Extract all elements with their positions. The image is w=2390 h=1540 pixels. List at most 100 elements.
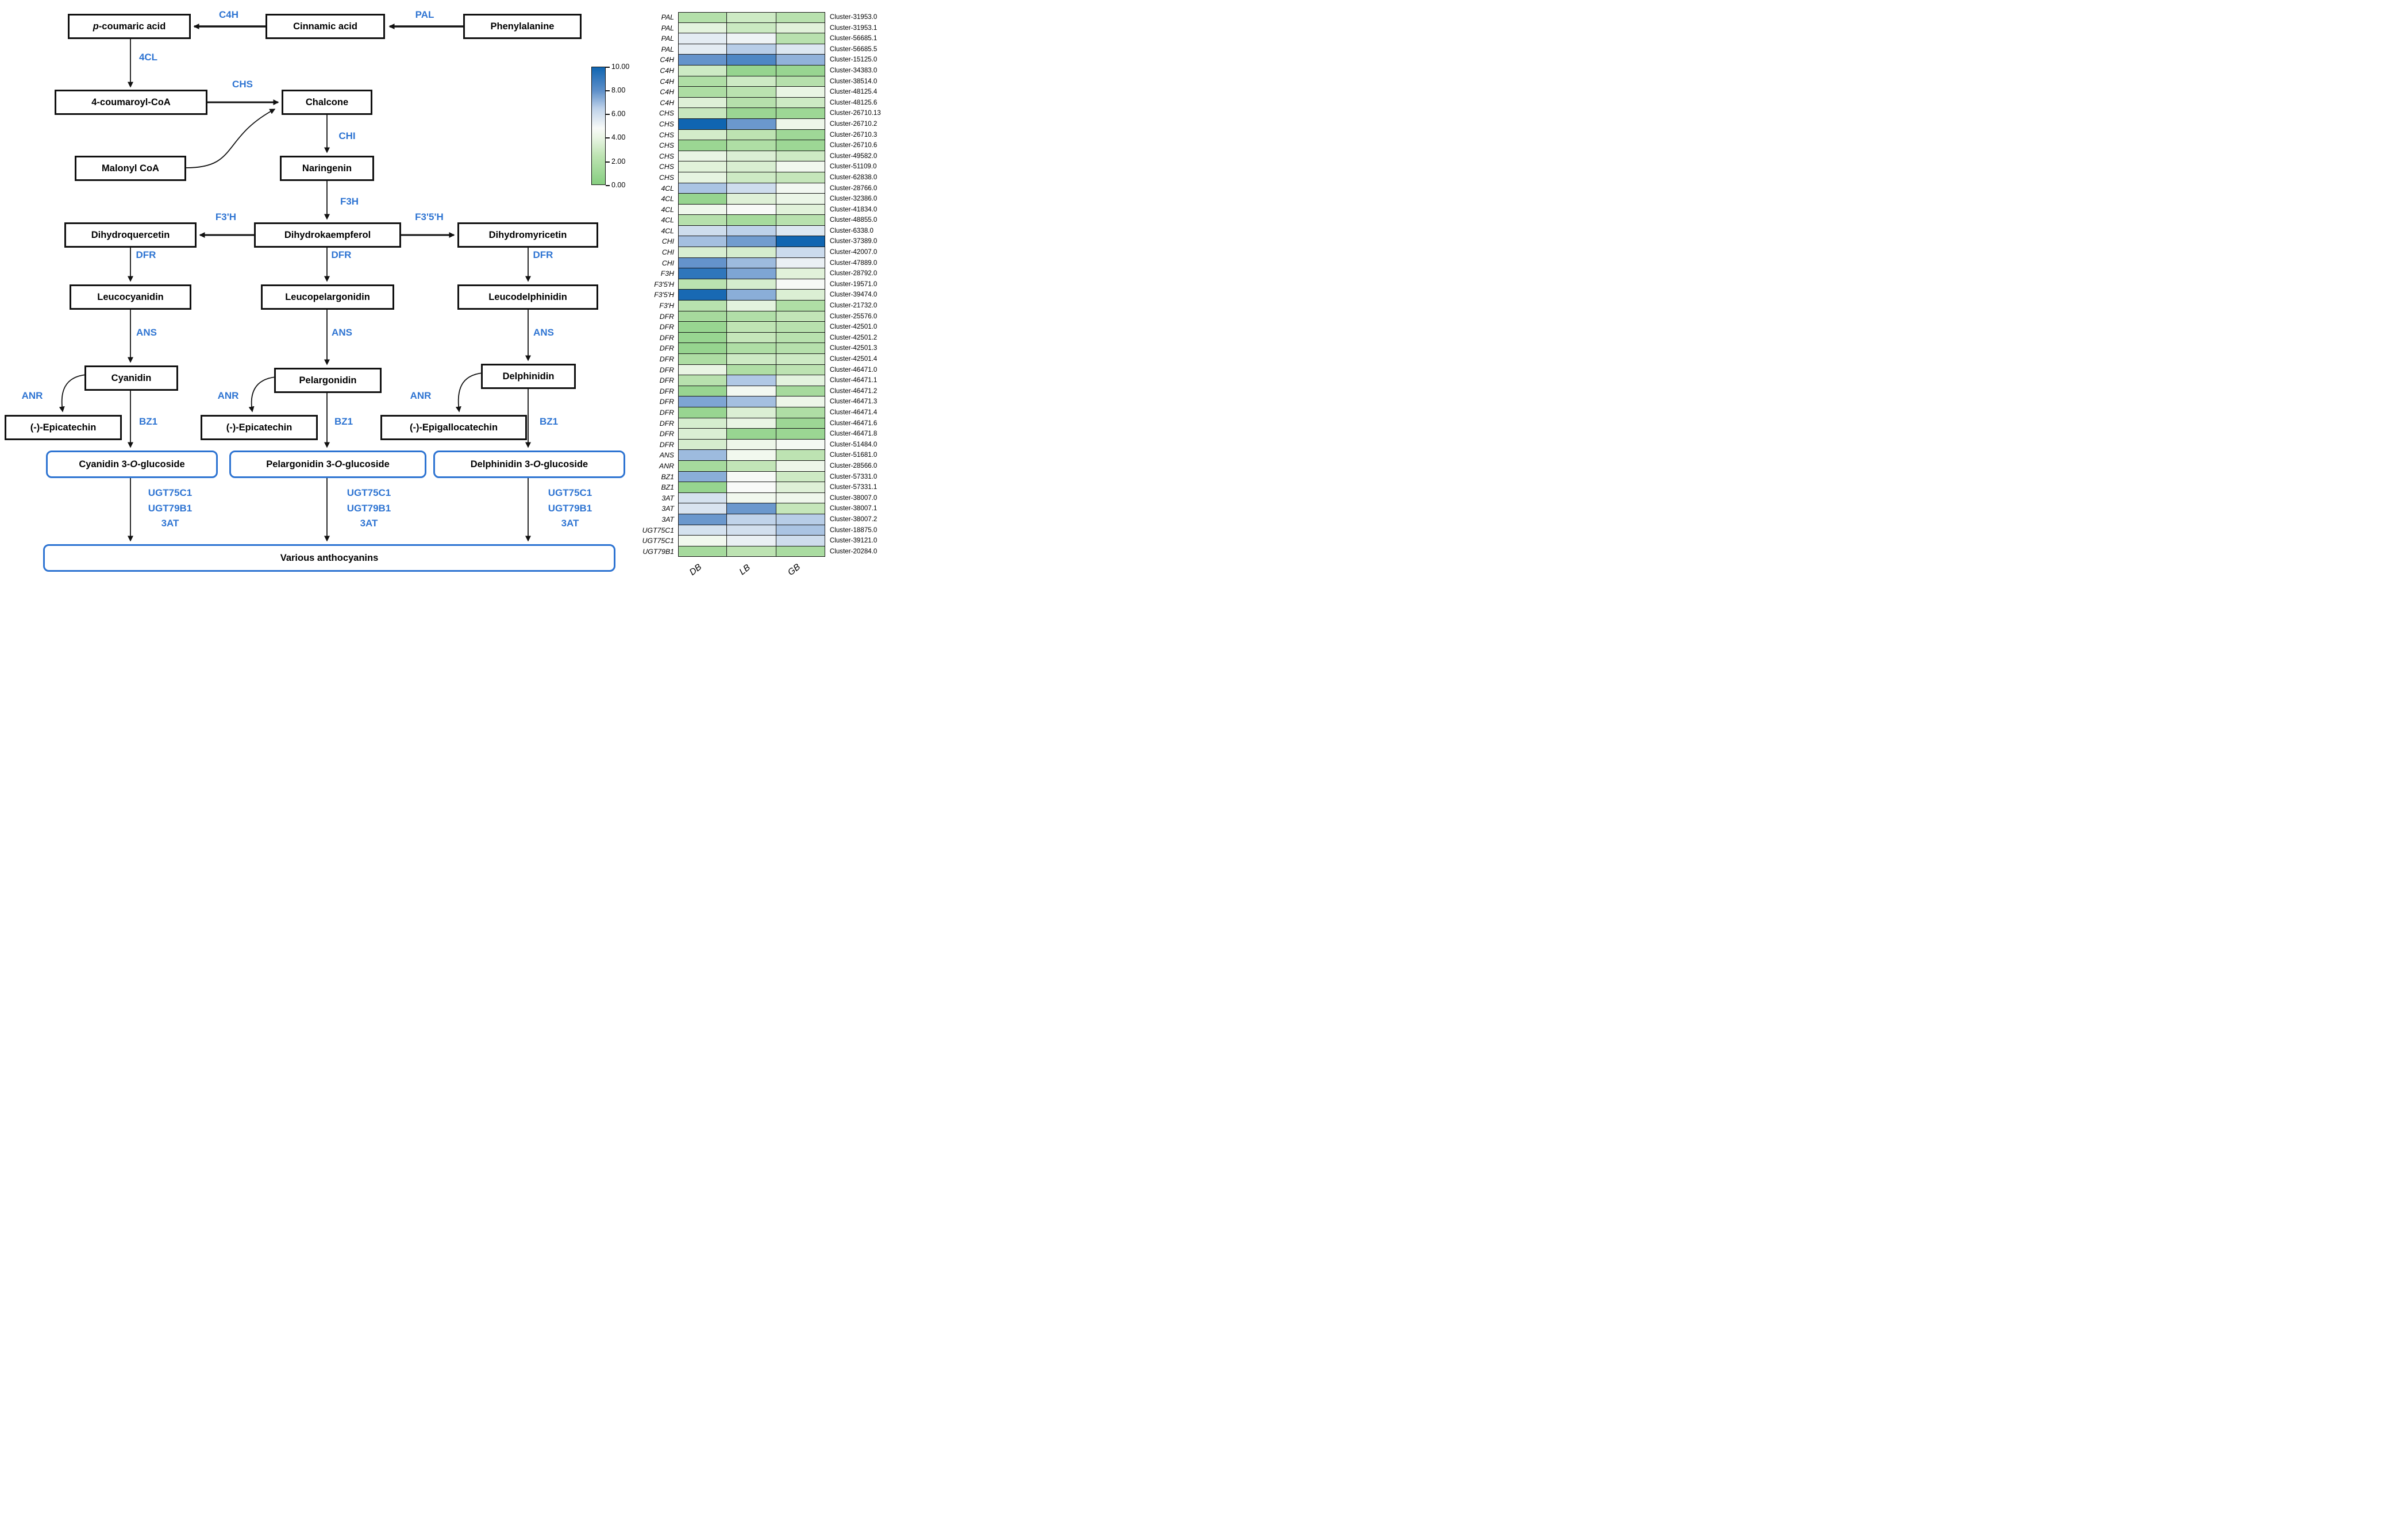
heatmap-cell-lb — [727, 87, 776, 98]
enzyme-stack-ugt-1: UGT75C1 UGT79B1 3AT — [148, 486, 193, 532]
heatmap-cell-gb — [776, 514, 825, 525]
enzyme-label-ugt79b1: UGT79B1 — [347, 502, 391, 514]
node-epigallocatechin: (-)-Epigallocatechin — [380, 415, 527, 440]
heatmap-cell-lb — [727, 161, 776, 172]
heatmap-cell-db — [678, 22, 728, 34]
heatmap-cell-db — [678, 215, 728, 226]
heatmap-cell-gb — [776, 204, 825, 215]
heatmap-cell-lb — [727, 129, 776, 141]
heatmap-cell-db — [678, 460, 728, 472]
heatmap-cluster-label: Cluster-42501.3 — [829, 344, 878, 352]
heatmap-cell-gb — [776, 290, 825, 301]
heatmap-gene-label: DFR — [659, 376, 674, 385]
heatmap-cell-lb — [727, 525, 776, 536]
heatmap-cell-db — [678, 322, 728, 333]
heatmap-cell-gb — [776, 279, 825, 290]
heatmap-cell-gb — [776, 546, 825, 557]
heatmap-cell-gb — [776, 536, 825, 546]
colorbar-tickmark — [605, 114, 610, 115]
heatmap-cell-db — [678, 407, 728, 418]
enzyme-stack-ugt-2: UGT75C1 UGT79B1 3AT — [347, 486, 391, 532]
node-delphinidin-3-o-glucoside: Delphinidin 3-O-glucoside — [433, 451, 625, 478]
enzyme-label-ugt75c1: UGT75C1 — [148, 487, 193, 498]
heatmap-gene-label: C4H — [660, 77, 674, 86]
heatmap-cell-gb — [776, 375, 825, 386]
heatmap-cell-gb — [776, 247, 825, 258]
heatmap-cell-gb — [776, 492, 825, 504]
heatmap-cluster-label: Cluster-62838.0 — [829, 173, 878, 181]
heatmap-gene-label: DFR — [659, 419, 674, 428]
heatmap-cell-gb — [776, 215, 825, 226]
arrow-anr-3 — [455, 372, 483, 413]
heatmap-cluster-label: Cluster-51681.0 — [829, 451, 878, 459]
heatmap-cell-gb — [776, 22, 825, 34]
heatmap-gene-label: ANS — [659, 451, 674, 460]
heatmap-cell-gb — [776, 343, 825, 354]
heatmap-cell-db — [678, 396, 728, 407]
heatmap-cell-gb — [776, 76, 825, 87]
heatmap-cluster-label: Cluster-25576.0 — [829, 312, 878, 320]
colorbar-tick-label: 0.00 — [611, 181, 626, 189]
heatmap-cluster-label: Cluster-37389.0 — [829, 237, 878, 245]
heatmap-cell-db — [678, 247, 728, 258]
heatmap-gene-label: DFR — [659, 323, 674, 332]
heatmap-cluster-label: Cluster-18875.0 — [829, 526, 878, 534]
heatmap-cell-lb — [727, 183, 776, 194]
heatmap-cell-lb — [727, 418, 776, 429]
heatmap-cell-gb — [776, 301, 825, 311]
heatmap-cell-lb — [727, 460, 776, 472]
heatmap-cell-db — [678, 12, 728, 23]
heatmap-gene-label: DFR — [659, 312, 674, 321]
heatmap-cell-lb — [727, 439, 776, 451]
node-leucopelargonidin: Leucopelargonidin — [261, 284, 394, 310]
colorbar-tick-label: 4.00 — [611, 133, 626, 141]
node-dihydroquercetin: Dihydroquercetin — [64, 222, 197, 248]
heatmap-gene-label: DFR — [659, 387, 674, 395]
heatmap-gene-label: C4H — [660, 98, 674, 107]
heatmap-gene-label: DFR — [659, 408, 674, 417]
heatmap-gene-label: 4CL — [661, 226, 674, 235]
heatmap-cell-gb — [776, 471, 825, 483]
node-malonyl-coa: Malonyl CoA — [75, 156, 186, 181]
enzyme-label-ugt79b1: UGT79B1 — [148, 502, 193, 514]
heatmap-cluster-label: Cluster-46471.3 — [829, 398, 878, 406]
heatmap-cluster-label: Cluster-46471.0 — [829, 365, 878, 374]
heatmap-cell-db — [678, 354, 728, 365]
heatmap-cell-lb — [727, 108, 776, 119]
node-various-anthocyanins: Various anthocyanins — [43, 544, 615, 572]
enzyme-label-bz1-1: BZ1 — [138, 416, 158, 427]
enzyme-label-3at: 3AT — [561, 518, 579, 529]
heatmap-cell-gb — [776, 161, 825, 172]
enzyme-label-anr-3: ANR — [410, 390, 432, 401]
colorbar-tickmark — [605, 161, 610, 163]
heatmap-cell-db — [678, 129, 728, 141]
heatmap-cluster-label: Cluster-39121.0 — [829, 537, 878, 545]
heatmap-row: DFR Cluster-25576.0 — [598, 311, 881, 322]
heatmap-gene-label: 3AT — [661, 505, 674, 513]
heatmap-cell-lb — [727, 215, 776, 226]
arrow-anr-1 — [59, 374, 87, 413]
node-cyanidin-3-o-glucoside: Cyanidin 3-O-glucoside — [46, 451, 218, 478]
heatmap-cell-gb — [776, 322, 825, 333]
heatmap-gene-label: CHS — [659, 120, 674, 128]
enzyme-label-c4h: C4H — [218, 9, 239, 20]
heatmap-cell-db — [678, 33, 728, 44]
heatmap-gene-label: PAL — [661, 45, 674, 53]
heatmap-cluster-label: Cluster-42501.4 — [829, 355, 878, 363]
heatmap-cluster-label: Cluster-26710.13 — [829, 109, 881, 117]
heatmap-cell-gb — [776, 450, 825, 461]
heatmap-cluster-label: Cluster-48125.4 — [829, 88, 878, 96]
heatmap-cell-lb — [727, 503, 776, 514]
heatmap-cell-lb — [727, 354, 776, 365]
heatmap-gene-label: UGT79B1 — [642, 547, 674, 556]
